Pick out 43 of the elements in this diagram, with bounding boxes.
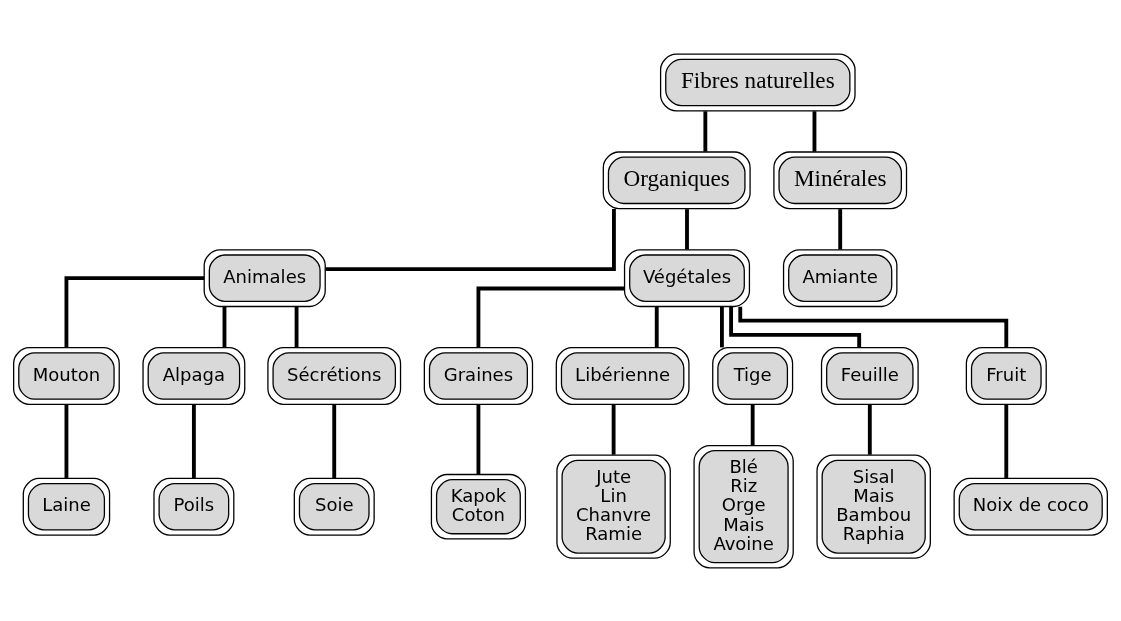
connector [294, 306, 299, 347]
connector [703, 110, 708, 152]
node-box: Alpaga [142, 346, 246, 405]
node-box: Animales [203, 248, 326, 307]
node-box: Mouton [13, 346, 120, 405]
connector [476, 286, 625, 347]
node-box: Soie [293, 477, 375, 536]
node-box: Laine [22, 477, 111, 536]
node-box: Sécrétions [267, 346, 402, 405]
connector [325, 208, 616, 271]
connector [838, 208, 843, 250]
node-box: Fruit [965, 346, 1047, 405]
node-box: Blé Riz Orge Mais Avoine [693, 444, 794, 568]
connector [64, 403, 69, 478]
connector [729, 306, 862, 347]
connector [1004, 403, 1009, 478]
connector [611, 403, 616, 455]
connector [332, 403, 337, 478]
node-box: Organiques [602, 150, 751, 209]
node-box: Poils [153, 477, 235, 536]
connector [720, 306, 724, 347]
connector [64, 275, 205, 347]
connector [476, 403, 481, 474]
connector [191, 403, 196, 478]
connector [654, 306, 659, 347]
connector [222, 306, 227, 347]
node-box: Jute Lin Chanvre Ramie [556, 454, 671, 559]
connector [738, 306, 1009, 348]
node-box: Noix de coco [953, 477, 1108, 536]
node-box: Graines [423, 346, 534, 405]
node-box: Feuille [820, 346, 919, 405]
node-box: Amiante [782, 248, 898, 307]
connector [867, 403, 872, 455]
node-box: Libérienne [555, 346, 690, 405]
node-box: Végétales [623, 248, 751, 307]
connector [750, 403, 755, 445]
node-box: Minérales [773, 150, 908, 209]
node-box: Tige [712, 346, 794, 405]
node-box: Sisal Mais Bambou Raphia [816, 454, 931, 559]
node-box: Kapok Coton [430, 473, 527, 540]
connector [685, 208, 689, 250]
connector [812, 110, 817, 152]
node-box: Fibres naturelles [659, 53, 856, 111]
